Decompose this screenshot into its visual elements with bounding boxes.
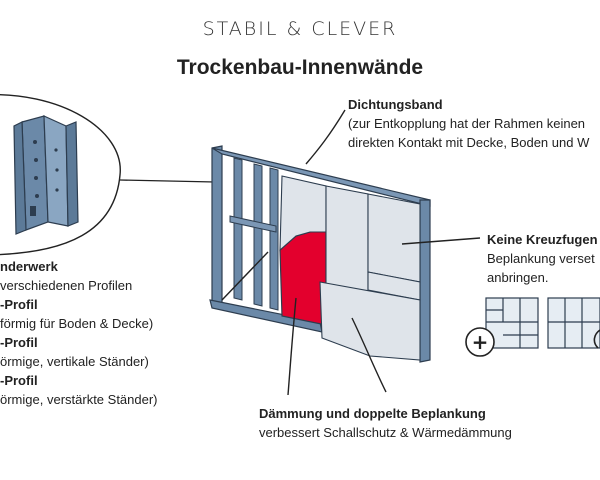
profil2-title: -Profil (0, 335, 38, 350)
kicker-heading: STABIL & CLEVER (202, 18, 398, 40)
plus-badge-icon: + (465, 327, 495, 357)
profil1-title: -Profil (0, 297, 38, 312)
profil2-desc: örmige, vertikale Ständer) (0, 354, 149, 369)
kreuzfugen-line2: anbringen. (487, 270, 549, 285)
label-kreuzfugen: Keine Kreuzfugen Beplankung verset anbri… (487, 230, 598, 287)
profil3-title: -Profil (0, 373, 38, 388)
kreuzfugen-line1: Beplankung verset (487, 251, 595, 266)
label-daemmung: Dämmung und doppelte Beplankung verbesse… (259, 404, 512, 442)
drywall-wall-icon (209, 145, 431, 363)
staenderwerk-title: nderwerk (0, 259, 58, 274)
daemmung-desc: verbessert Schallschutz & Wärmedämmung (259, 425, 512, 440)
label-staenderwerk: nderwerk verschiedenen Profilen -Profil … (0, 257, 158, 409)
dichtungsband-line1: (zur Entkopplung hat der Rahmen keinen (348, 116, 586, 131)
correct-layout-icon (547, 297, 600, 349)
profil1-desc: förmig für Boden & Decke) (0, 316, 154, 331)
wrong-layout-icon (485, 297, 539, 349)
label-dichtungsband: Dichtungsband (zur Entkopplung hat der R… (348, 95, 589, 152)
profile-closeup-icon (0, 94, 216, 256)
daemmung-title: Dämmung und doppelte Beplankung (259, 406, 486, 421)
kreuzfugen-title: Keine Kreuzfugen (487, 232, 598, 247)
dichtungsband-title: Dichtungsband (348, 97, 443, 112)
staenderwerk-line1: verschiedenen Profilen (0, 278, 133, 293)
leader-lines (221, 109, 481, 396)
page-title: Trockenbau-Innenwände (176, 56, 424, 79)
dichtungsband-line2: direkten Kontakt mit Decke, Boden und W (348, 135, 590, 150)
second-badge-edge (593, 329, 600, 349)
plus-badge-text: + (472, 330, 489, 354)
profil3-desc: örmige, verstärkte Ständer) (0, 392, 158, 407)
